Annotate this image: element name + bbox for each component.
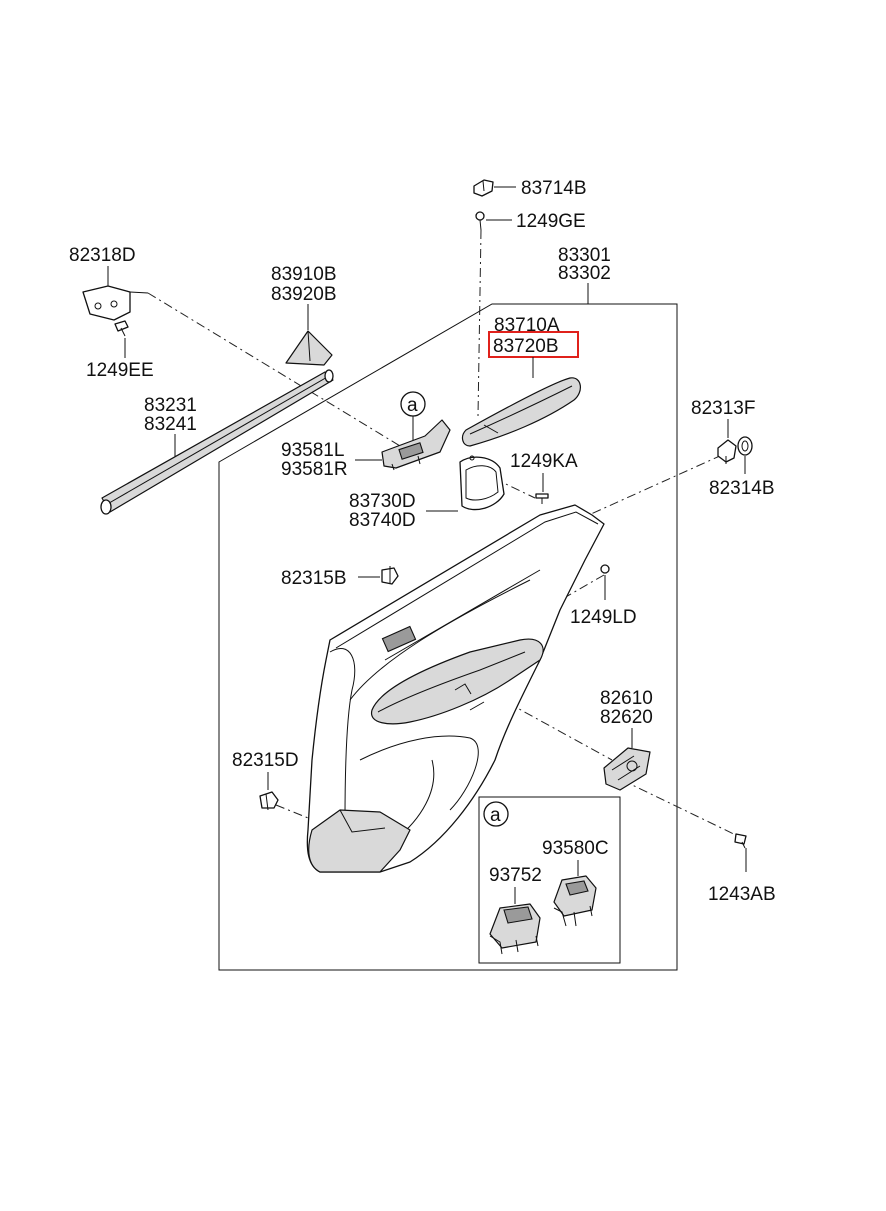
label-83710A: 83710A [494,315,560,336]
label-93752: 93752 [489,865,542,886]
clip-part-82315D[interactable] [259,791,279,811]
bracket-part-82318D[interactable] [82,285,149,321]
switch-part-93752[interactable] [489,903,541,955]
label-82314B: 82314B [709,478,775,499]
screw-part-1243AB[interactable] [734,833,747,849]
label-82620: 82620 [600,707,653,728]
label-1249EE: 1249EE [86,360,154,381]
label-1249GE: 1249GE [516,211,586,232]
label-93581L: 93581L [281,440,344,461]
label-83720B: 83720B [493,336,559,357]
label-83301: 83301 [558,245,611,266]
label-93580C: 93580C [542,838,609,859]
armrest-part-83720B[interactable] [461,377,581,447]
label-82315D: 82315D [232,750,299,771]
label-82313F: 82313F [691,398,755,419]
label-1243AB: 1243AB [708,884,776,905]
screw-part-1249EE[interactable] [114,320,129,337]
clip-part-82315B[interactable] [381,566,399,585]
fastener-part-82313F[interactable] [717,439,737,464]
label-83241: 83241 [144,414,197,435]
label-83910B: 83910B [271,264,337,285]
door-trim-panel[interactable] [306,504,605,873]
detail-a-circle [483,801,509,827]
handle-cup-part-83730D[interactable] [459,455,505,511]
trim-part-83910B[interactable] [285,330,333,366]
label-1249LD: 1249LD [570,607,637,628]
label-1249KA: 1249KA [510,451,578,472]
label-83740D: 83740D [349,510,416,531]
label-93581R: 93581R [281,459,348,480]
screw-part-1249LD[interactable] [600,564,610,574]
detail-a-box [478,796,621,964]
label-82610: 82610 [600,688,653,709]
label-83231: 83231 [144,395,197,416]
door-trim-assembly-frame [218,303,678,971]
label-83730D: 83730D [349,491,416,512]
weatherstrip-part-83231[interactable] [100,369,334,515]
detail-a-label: a [490,805,501,826]
clip-part-83714B[interactable] [473,179,494,197]
inside-handle-part-82610[interactable] [603,747,651,791]
label-82318D: 82318D [69,245,136,266]
switch-part-93580C[interactable] [553,875,597,927]
switch-bezel-part-93581L[interactable] [381,419,451,471]
label-82315B: 82315B [281,568,347,589]
label-83714B: 83714B [521,178,587,199]
label-83920B: 83920B [271,284,337,305]
callout-a-label: a [407,395,418,416]
label-83302: 83302 [558,263,611,284]
grommet-part-82314B[interactable] [737,436,753,456]
screw-part-1249GE[interactable] [475,211,485,231]
screw-part-1249KA[interactable] [535,493,549,504]
